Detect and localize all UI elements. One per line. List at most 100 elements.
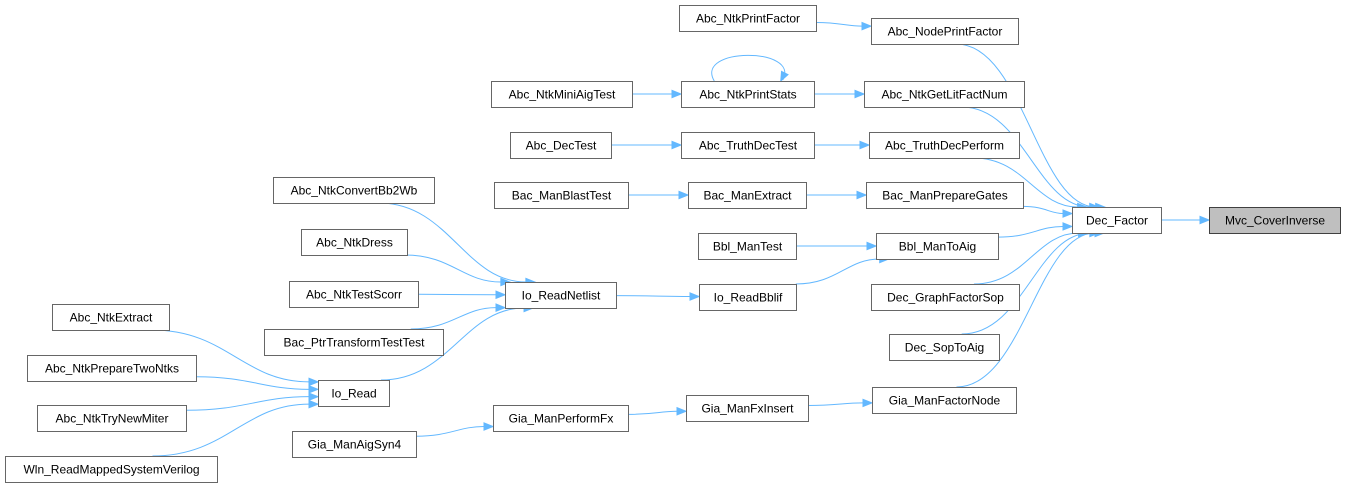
edge-abc_ntkprintfactor-to-abc_nodeprintfactor [815,21,873,31]
node-label: Gia_ManPerformFx [509,412,614,426]
node-box [1072,207,1162,234]
node-gia-manaigsyn4[interactable]: Gia_ManAigSyn4 [292,431,417,458]
node-label: Gia_ManFxInsert [701,402,794,416]
edge-arrowhead [676,406,688,416]
node-box [686,395,809,422]
node-label: Abc_NtkPrepareTwoNtks [45,362,179,376]
node-abc-nodeprintfactor[interactable]: Abc_NodePrintFactor [871,18,1019,45]
node-box [872,387,1017,414]
node-dec-soptoaig[interactable]: Dec_SopToAig [889,334,1000,361]
node-bac-manextract[interactable]: Bac_ManExtract [688,182,807,209]
node-bac-manpreparegates[interactable]: Bac_ManPrepareGates [866,182,1024,209]
node-bbl-mantest[interactable]: Bbl_ManTest [698,233,797,260]
node-box [510,132,612,159]
edge-arrowhead [859,140,871,150]
edge-arrowhead [780,70,789,83]
edge-bac_ptrtransformtesttest-to-io_readnetlist [410,303,507,330]
edge-arrowhead [495,303,507,312]
node-box [264,329,444,356]
node-bbl-mantoaig[interactable]: Bbl_ManToAig [876,233,999,260]
edge-line [961,106,1090,208]
edge-line [961,232,1090,335]
edge-arrowhead [861,21,873,31]
edge-bac_manpreparegates-to-dec_factor [1022,205,1074,218]
node-label: Bac_ManPrepareGates [882,189,1007,203]
edge-gia_manaigsyn4-to-gia_manperformfx [415,422,495,437]
node-bac-ptrtransformtesttest[interactable]: Bac_PtrTransformTestTest [264,329,444,356]
node-label: Io_Read [331,387,376,401]
node-abc-ntkconvertbb2wb[interactable]: Abc_NtkConvertBb2Wb [273,177,435,204]
node-box [681,81,815,108]
node-abc-ntkextract[interactable]: Abc_NtkExtract [52,304,170,331]
edge-arrowhead [862,398,874,408]
node-box [37,405,187,432]
node-box [871,18,1019,45]
edge-line [185,396,310,411]
edge-abc_ntkpreparetwontks-to-io_read [195,376,320,394]
edge-line [795,258,880,285]
node-box [679,5,817,32]
node-label: Abc_TruthDecPerform [885,139,1004,153]
node-box [273,177,435,204]
edge-line [195,376,310,390]
node-dec-factor[interactable]: Dec_Factor [1072,207,1162,234]
node-gia-manfactornode[interactable]: Gia_ManFactorNode [872,387,1017,414]
node-wln-readmappedsystemverilog[interactable]: Wln_ReadMappedSystemVerilog [5,456,218,483]
edge-arrowhead [308,392,320,402]
edge-arrowhead [483,422,495,431]
node-abc-ntkdress[interactable]: Abc_NtkDress [301,229,408,256]
node-label: Bac_ManBlastTest [512,189,612,203]
node-abc-ntkprintstats[interactable]: Abc_NtkPrintStats [681,81,815,108]
edge-arrowhead [678,190,690,200]
node-abc-ntkgetlitfactnum[interactable]: Abc_NtkGetLitFactNum [864,81,1025,108]
edge-abc_ntkprintstats-to-abc_ntkprintstats [711,54,789,83]
node-label: Abc_NtkTryNewMiter [56,412,169,426]
node-gia-manperformfx[interactable]: Gia_ManPerformFx [493,405,629,432]
node-label: Abc_NtkExtract [70,311,153,325]
node-bac-manblasttest[interactable]: Bac_ManBlastTest [494,182,629,209]
node-abc-ntkprintfactor[interactable]: Abc_NtkPrintFactor [679,5,817,32]
node-gia-manfxinsert[interactable]: Gia_ManFxInsert [686,395,809,422]
node-label: Bac_ManExtract [703,189,792,203]
node-abc-truthdecperform[interactable]: Abc_TruthDecPerform [869,132,1020,159]
node-label: Abc_TruthDecTest [699,139,798,153]
node-io-readbblif[interactable]: Io_ReadBblif [699,284,797,311]
node-box [1209,207,1341,234]
node-label: Dec_SopToAig [905,341,984,355]
edge-arrowhead [1062,209,1074,218]
node-label: Abc_NtkPrintFactor [696,12,800,26]
node-box [505,282,617,309]
node-abc-ntktrynewmiter[interactable]: Abc_NtkTryNewMiter [37,405,187,432]
node-abc-dectest[interactable]: Abc_DecTest [510,132,612,159]
edge-abc_ntkdress-to-io_readnetlist [404,254,512,287]
node-abc-ntkpreparetwontks[interactable]: Abc_NtkPrepareTwoNtks [27,355,197,382]
edges-layer [152,21,1211,457]
node-io-read[interactable]: Io_Read [318,380,390,407]
edge-line [410,307,497,330]
edge-bac_manextract-to-bac_manpreparegates [806,190,868,200]
edge-line [815,22,863,27]
node-dec-graphfactorsop[interactable]: Dec_GraphFactorSop [871,284,1020,311]
edge-arrowhead [856,190,868,200]
edge-arrowhead [308,399,320,409]
node-box [27,355,197,382]
node-io-readnetlist[interactable]: Io_ReadNetlist [505,282,617,309]
node-box [699,284,797,311]
node-label: Gia_ManFactorNode [889,394,1001,408]
edge-line [956,43,1096,208]
edge-bbl_mantoaig-to-dec_factor [997,222,1074,238]
node-abc-ntktestscorr[interactable]: Abc_NtkTestScorr [289,281,419,308]
node-mvc-coverinverse[interactable]: Mvc_CoverInverse [1209,207,1341,234]
edge-io_readbblif-to-bbl_mantoaig [795,254,891,285]
edge-gia_manfxinsert-to-gia_manfactornode [807,398,874,408]
node-box [289,281,419,308]
edge-line [807,402,864,407]
edge-line [711,54,786,82]
edge-line [615,295,691,297]
node-abc-ntkminiaigtest[interactable]: Abc_NtkMiniAigTest [491,81,633,108]
node-abc-truthdectest[interactable]: Abc_TruthDecTest [681,132,815,159]
node-box [494,182,629,209]
edge-line [152,403,310,457]
edge-dec_factor-to-mvc_coverinverse [1161,215,1211,225]
